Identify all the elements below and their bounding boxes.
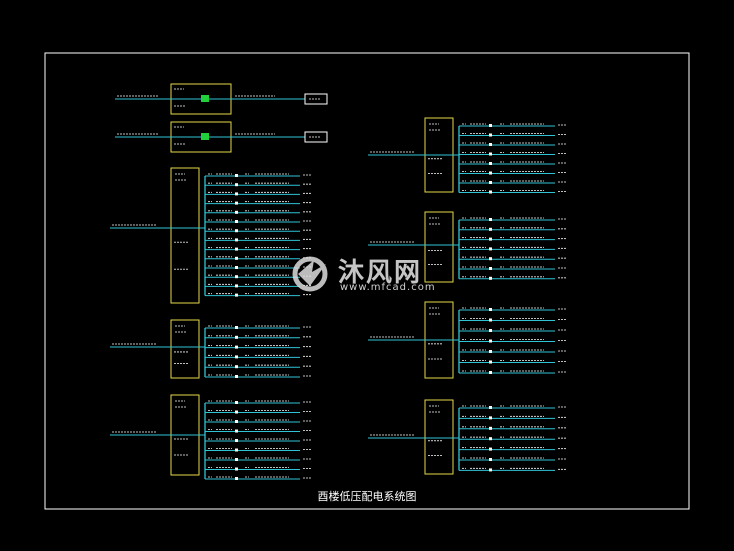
breaker-symbol	[235, 458, 238, 461]
breaker-symbol	[235, 275, 238, 279]
mfcad-logo-icon	[292, 256, 328, 292]
breaker-symbol	[201, 95, 209, 102]
breaker-symbol	[235, 410, 238, 414]
breaker-symbol	[489, 458, 492, 461]
breaker-symbol	[489, 371, 492, 374]
breaker-symbol	[235, 284, 238, 288]
breaker-symbol	[235, 183, 238, 187]
breaker-symbol	[489, 124, 492, 127]
breaker-symbol	[235, 238, 238, 242]
breaker-symbol	[489, 218, 492, 221]
breaker-symbol	[489, 468, 492, 472]
panel-box	[424, 399, 454, 475]
breaker-symbol	[489, 227, 492, 231]
breaker-symbol	[235, 256, 238, 260]
breaker-symbol	[235, 174, 238, 177]
breaker-symbol	[235, 247, 238, 251]
load-box	[304, 93, 328, 105]
panel-box	[170, 167, 200, 304]
breaker-symbol	[489, 162, 492, 165]
breaker-symbol	[489, 360, 492, 364]
breaker-symbol	[235, 365, 238, 369]
watermark-text: 沐风网	[338, 258, 423, 288]
breaker-symbol	[235, 477, 238, 480]
breaker-symbol	[235, 266, 238, 269]
breaker-symbol	[235, 429, 238, 433]
watermark: 沐风网 www.mfcad.com	[290, 252, 460, 298]
breaker-symbol	[489, 171, 492, 175]
breaker-symbol	[235, 229, 238, 233]
breaker-symbol	[235, 401, 238, 404]
breaker-symbol	[201, 133, 209, 140]
breaker-symbol	[489, 267, 492, 270]
breaker-symbol	[235, 335, 238, 339]
breaker-symbol	[489, 181, 492, 184]
panel-box	[170, 319, 200, 379]
breaker-symbol	[489, 237, 492, 241]
breaker-symbol	[489, 329, 492, 332]
breaker-symbol	[489, 133, 492, 137]
load-box	[304, 131, 328, 143]
breaker-symbol	[489, 190, 492, 194]
breaker-symbol	[489, 152, 492, 156]
breaker-symbol	[235, 439, 238, 442]
breaker-symbol	[235, 220, 238, 223]
breaker-symbol	[235, 345, 238, 349]
breaker-symbol	[489, 247, 492, 251]
breaker-symbol	[489, 437, 492, 441]
breaker-symbol	[235, 355, 238, 359]
breaker-symbol	[489, 447, 492, 451]
breaker-symbol	[489, 416, 492, 420]
breaker-symbol	[235, 201, 238, 205]
watermark-url: www.mfcad.com	[340, 282, 436, 293]
breaker-symbol	[489, 339, 492, 343]
drawing-title: 酉楼低压配电系统图	[317, 490, 417, 503]
breaker-symbol	[489, 406, 492, 409]
breaker-symbol	[489, 308, 492, 311]
breaker-symbol	[489, 318, 492, 322]
breaker-symbol	[235, 467, 238, 471]
breaker-symbol	[489, 276, 492, 280]
breaker-symbol	[235, 210, 238, 214]
breaker-symbol	[235, 448, 238, 452]
breaker-symbol	[235, 326, 238, 329]
breaker-symbol	[235, 375, 238, 378]
drawing-frame	[44, 52, 690, 510]
breaker-symbol	[489, 350, 492, 353]
breaker-symbol	[489, 257, 492, 261]
breaker-symbol	[489, 426, 492, 430]
breaker-symbol	[235, 293, 238, 297]
breaker-symbol	[235, 192, 238, 196]
breaker-symbol	[489, 143, 492, 146]
breaker-symbol	[235, 420, 238, 423]
